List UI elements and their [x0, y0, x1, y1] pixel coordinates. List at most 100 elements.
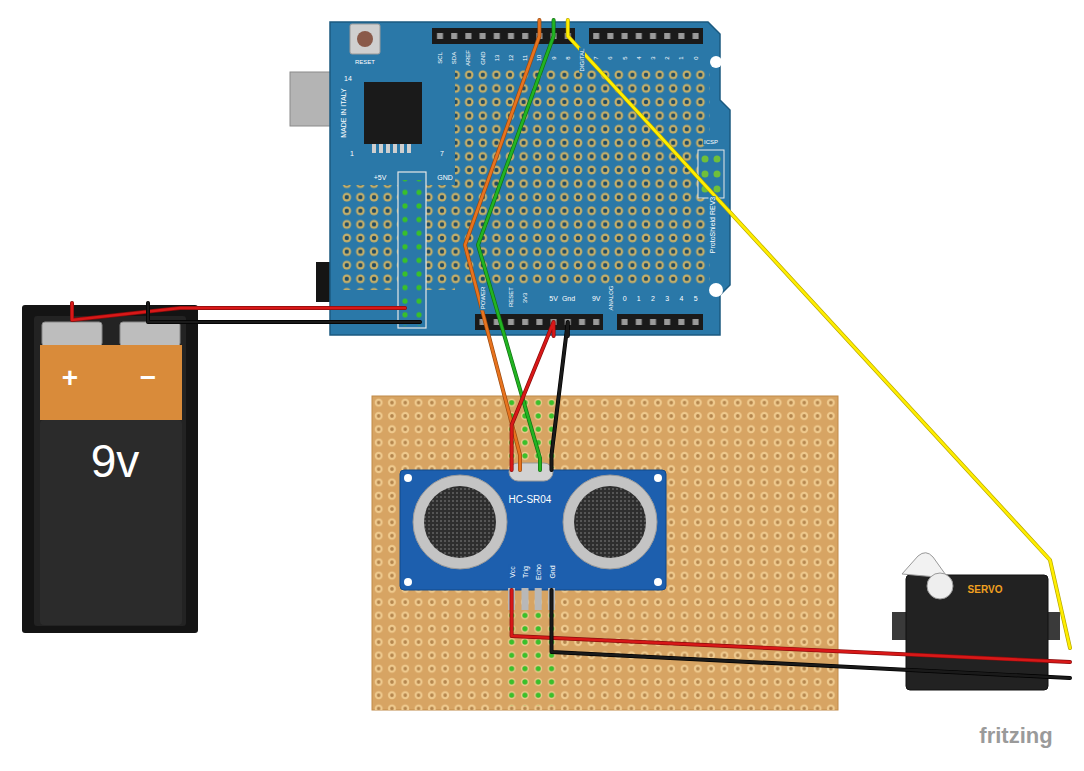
pin-header-pins — [617, 314, 703, 330]
mounting-hole — [710, 56, 722, 68]
battery-holder-inner — [34, 316, 186, 626]
icsp-pin — [702, 171, 709, 178]
reset-button — [350, 24, 380, 54]
wire-core — [72, 303, 405, 320]
pin-label: 5 — [622, 55, 628, 60]
proto-holes — [338, 185, 455, 290]
pin-label: 0 — [693, 55, 699, 60]
board-name: ProtoShield REV3 — [709, 196, 716, 254]
wire-edge — [512, 322, 554, 470]
pin-label: 10 — [536, 54, 542, 63]
transducer — [563, 475, 657, 569]
wire-edge — [552, 322, 568, 470]
battery-body-top — [40, 345, 182, 420]
pin-label: Gnd — [561, 295, 576, 302]
chip-leg — [407, 144, 411, 153]
wire-core — [478, 20, 554, 470]
pin-label: RESET — [354, 59, 376, 65]
icsp-pin — [714, 171, 721, 178]
pin-label: POWER — [480, 286, 486, 311]
pin-label: 3V3 — [522, 292, 528, 305]
battery: + − 9v — [22, 303, 198, 634]
battery-body — [40, 420, 182, 625]
sensor-pin — [522, 588, 529, 610]
icsp-pin — [714, 156, 721, 163]
wire — [552, 322, 568, 470]
wire-edge — [478, 20, 554, 470]
pin-label: 3 — [650, 55, 656, 60]
wire-core — [512, 322, 554, 470]
pin-label: 9 — [551, 55, 557, 60]
pin-label: DIGITAL — [579, 48, 585, 73]
pin-label: 5V — [548, 295, 559, 302]
pin-label: Gnd — [548, 564, 555, 579]
sensor-board — [400, 470, 666, 590]
pin-label: 3 — [664, 295, 670, 302]
wire — [512, 322, 554, 470]
mounting-hole — [654, 578, 662, 586]
pin-label: SDA — [451, 51, 457, 65]
crystal — [509, 463, 553, 481]
reset-button-cap — [357, 31, 373, 47]
pin-label: 2 — [650, 295, 656, 302]
pin-label: 7 — [439, 150, 445, 157]
mounting-hole — [404, 578, 412, 586]
pin-label: 8 — [565, 55, 571, 60]
polarity-mark: − — [139, 364, 157, 392]
pin-label: 12 — [508, 54, 514, 63]
wire-edge — [72, 303, 405, 320]
pin-label: GND — [480, 50, 486, 65]
wire-edge — [568, 20, 1070, 648]
pin-label: 14 — [343, 75, 353, 82]
pin-header — [589, 28, 703, 44]
chip-leg — [400, 144, 404, 153]
wire-core — [552, 322, 568, 470]
sensor-pin — [535, 588, 542, 610]
servo-motor: SERVO — [892, 556, 1070, 692]
pin-label: SCL — [437, 51, 443, 65]
pin-label: 1 — [349, 150, 355, 157]
chip-leg — [379, 144, 383, 153]
protoshield-board — [330, 22, 730, 335]
pin-label: 7 — [593, 55, 599, 60]
wire — [72, 303, 405, 320]
pin-label: 6 — [607, 55, 613, 60]
icsp-pin — [702, 156, 709, 163]
battery-terminal — [42, 322, 102, 346]
pin-label: 4 — [636, 55, 642, 60]
chip-leg — [372, 144, 376, 153]
mounting-hole — [709, 283, 723, 297]
wire-edge — [148, 303, 420, 322]
voltage-label: 9v — [90, 438, 141, 484]
power-rail-holes — [398, 180, 426, 326]
chip — [364, 82, 422, 144]
wire-core — [512, 590, 1070, 662]
pin-label: GND — [436, 174, 454, 181]
pin-label: 4 — [678, 295, 684, 302]
servo-horn-hub — [927, 573, 953, 599]
pin-label: ICSP — [703, 139, 719, 145]
pin-label: 13 — [494, 54, 500, 63]
chip-leg — [393, 144, 397, 153]
pin-label: 11 — [522, 54, 528, 62]
battery-terminal — [120, 322, 180, 346]
pin-label: AREF — [465, 49, 471, 67]
pin-label: +5V — [373, 174, 388, 181]
wire — [478, 20, 554, 470]
wire — [568, 20, 1070, 648]
mounting-hole — [404, 474, 412, 482]
chip-leg — [386, 144, 390, 153]
pin-header-pins — [589, 28, 703, 44]
battery-holder — [22, 305, 198, 633]
proto-holes — [455, 70, 710, 285]
pin-header — [475, 314, 603, 330]
wire-core — [148, 303, 420, 322]
pin-label: Echo — [535, 563, 542, 581]
pin-label: 1 — [636, 295, 642, 302]
pin-label: Trig — [521, 565, 528, 579]
polarity-mark: + — [61, 364, 79, 392]
pin-header — [617, 314, 703, 330]
pin-label: MADE IN ITALY — [340, 87, 347, 139]
part-name: HC-SR04 — [508, 495, 553, 505]
